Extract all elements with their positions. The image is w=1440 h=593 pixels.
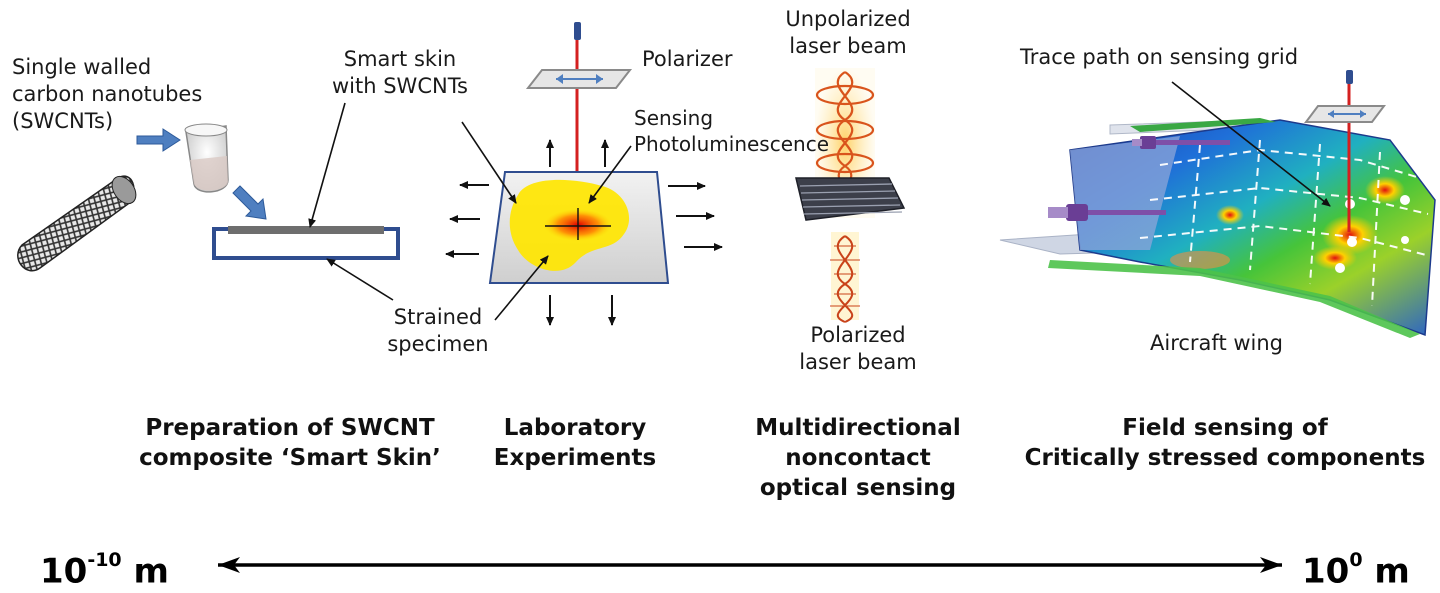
label-polarized-line1: Polarized xyxy=(810,323,906,347)
stage-title-field-sensing: Field sensing of Critically stressed com… xyxy=(1020,413,1430,473)
sensor-probe-lower xyxy=(1048,204,1166,221)
stage2-pointers xyxy=(461,121,632,321)
label-unpolarized-line2: laser beam xyxy=(789,34,907,58)
stage-title-field-sensing-line1: Field sensing of xyxy=(1122,415,1328,441)
scale-max-exponent: 0 xyxy=(1349,549,1363,571)
label-sensing-line1: Sensing xyxy=(634,106,714,130)
stage1-pointers xyxy=(308,102,394,301)
strain-arrows xyxy=(445,139,723,326)
label-swcnt-line1: Single walled xyxy=(12,55,152,79)
label-smart-skin: Smart skin with SWCNTs xyxy=(330,46,470,100)
substrate-tray xyxy=(212,226,400,260)
label-swcnt-line2: carbon nanotubes xyxy=(12,82,203,106)
stage-title-laboratory-line2: Experiments xyxy=(493,445,657,471)
scale-max-unit: m xyxy=(1362,551,1410,592)
sensor-probe-upper xyxy=(1132,136,1230,149)
label-polarized-beam: Polarized laser beam xyxy=(788,322,928,376)
nanotube-illustration xyxy=(17,175,137,272)
trace-path-pointer xyxy=(1171,81,1331,207)
scale-min-label: 10-10 m xyxy=(40,544,169,591)
stage-title-multidirectional-line2: noncontact xyxy=(785,445,931,471)
lab-experiment xyxy=(488,22,670,284)
stage-title-preparation-line1: Preparation of SWCNT xyxy=(145,415,435,441)
label-polarizer: Polarizer xyxy=(642,47,733,71)
label-strained-specimen: Strained specimen xyxy=(378,304,498,358)
stage-title-laboratory-line1: Laboratory xyxy=(503,415,647,441)
scale-max-label: 100 m xyxy=(1302,544,1410,591)
optical-sensing-illustration xyxy=(795,68,906,323)
stage-title-multidirectional-line1: Multidirectional xyxy=(755,415,961,441)
label-smart-skin-line2: with SWCNTs xyxy=(332,74,468,98)
blue-arrow-to-beaker xyxy=(136,128,181,152)
stage-title-preparation: Preparation of SWCNT composite ‘Smart Sk… xyxy=(110,413,470,473)
blue-arrow-to-substrate xyxy=(232,185,267,220)
scale-min-base: 10 xyxy=(40,551,88,592)
stage-title-preparation-line2: composite ‘Smart Skin’ xyxy=(139,445,441,471)
label-sensing-photoluminescence: Sensing Photoluminescence xyxy=(634,105,829,157)
label-swcnt-line3: (SWCNTs) xyxy=(12,109,114,133)
label-swcnt: Single walled carbon nanotubes (SWCNTs) xyxy=(12,54,202,135)
scale-min-exponent: -10 xyxy=(87,549,122,571)
label-polarized-line2: laser beam xyxy=(799,350,917,374)
label-unpolarized-line1: Unpolarized xyxy=(785,7,911,31)
stage-title-multidirectional: Multidirectional noncontact optical sens… xyxy=(728,413,988,503)
label-strained-line1: Strained xyxy=(393,305,483,329)
stage-title-field-sensing-line2: Critically stressed components xyxy=(1024,445,1426,471)
beaker-illustration xyxy=(184,123,229,193)
label-aircraft-wing: Aircraft wing xyxy=(1150,331,1284,355)
label-smart-skin-line1: Smart skin xyxy=(343,47,457,71)
stage-title-laboratory: Laboratory Experiments xyxy=(480,413,670,473)
label-trace-path: Trace path on sensing grid xyxy=(1020,45,1299,69)
stage-title-multidirectional-line3: optical sensing xyxy=(759,475,957,501)
aircraft-wing-illustration xyxy=(999,70,1436,338)
label-sensing-line2: Photoluminescence xyxy=(634,132,829,156)
scale-min-unit: m xyxy=(121,551,169,592)
label-strained-line2: specimen xyxy=(387,332,489,356)
label-unpolarized-beam: Unpolarized laser beam xyxy=(778,6,918,60)
scale-max-base: 10 xyxy=(1302,551,1350,592)
